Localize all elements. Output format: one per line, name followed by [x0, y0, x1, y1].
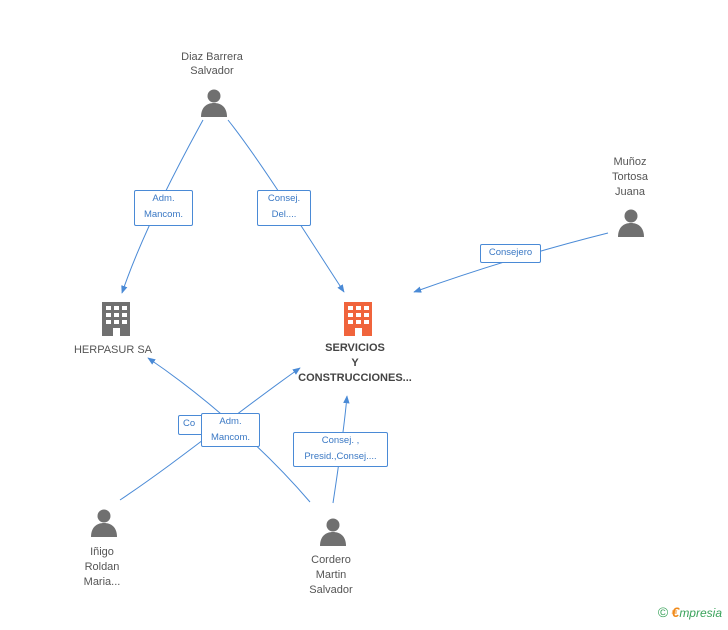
- relation-text: Adm.: [219, 416, 242, 427]
- brand-logo-initial: €: [671, 604, 680, 620]
- relation-label-diaz-herpasur[interactable]: Adm. Mancom.: [134, 190, 193, 226]
- node-servicios-line2: Y: [351, 357, 359, 369]
- relation-text: Mancom.: [143, 209, 184, 220]
- relation-text: Del....: [271, 209, 297, 220]
- node-servicios-line3: CONSTRUCCIONES...: [298, 372, 412, 384]
- relation-label-diaz-servicios[interactable]: Consej. Del....: [257, 190, 311, 226]
- relation-text: Consej. ,: [321, 435, 360, 446]
- node-servicios[interactable]: SERVICIOS Y CONSTRUCCIONES...: [298, 302, 412, 384]
- footer-branding[interactable]: © €mpresia: [658, 604, 722, 620]
- node-munoz-line3: Juana: [615, 186, 646, 198]
- relation-label-cordero-herpasur[interactable]: Adm. Mancom.: [201, 413, 260, 447]
- relation-text: Consej.: [267, 193, 301, 204]
- relation-label-cordero-servicios[interactable]: Consej. , Presid.,Consej....: [293, 432, 388, 467]
- relation-label-munoz-servicios[interactable]: Consejero: [480, 244, 541, 263]
- building-icon-main: [344, 302, 372, 336]
- person-icon: [201, 89, 227, 117]
- node-munoz-line1: Muñoz: [613, 156, 646, 168]
- node-herpasur-line1: HERPASUR SA: [74, 344, 153, 356]
- node-cordero-line3: Salvador: [309, 584, 353, 596]
- svg-text:HERPASUR SA: HERPASUR SA: [74, 344, 153, 356]
- copyright-symbol: ©: [657, 604, 669, 620]
- relation-text: Consejero: [488, 247, 533, 258]
- node-servicios-line1: SERVICIOS: [325, 342, 385, 354]
- relation-text: Mancom.: [210, 432, 251, 443]
- node-cordero-line2: Martin: [316, 569, 347, 581]
- node-munoz-line2: Tortosa: [612, 171, 649, 183]
- node-herpasur[interactable]: HERPASUR SA: [74, 302, 153, 356]
- node-diaz-line2: Salvador: [190, 65, 234, 77]
- relation-label-inigo-herpasur[interactable]: Co: [178, 415, 208, 435]
- node-inigo-line2: Roldan: [85, 561, 120, 573]
- person-icon: [91, 509, 117, 537]
- building-icon: [102, 302, 130, 336]
- node-inigo-line1: Iñigo: [90, 546, 114, 558]
- node-diaz-line1: Diaz Barrera: [181, 51, 244, 63]
- person-icon: [618, 209, 644, 237]
- brand-logo-text: mpresia: [679, 606, 722, 620]
- relation-text: Co: [183, 418, 196, 429]
- relation-text: Adm.: [152, 193, 175, 204]
- node-cordero-line1: Cordero: [311, 554, 351, 566]
- node-inigo-line3: Maria...: [84, 576, 121, 588]
- relation-text: Presid.,Consej....: [304, 451, 377, 462]
- person-icon: [320, 518, 346, 546]
